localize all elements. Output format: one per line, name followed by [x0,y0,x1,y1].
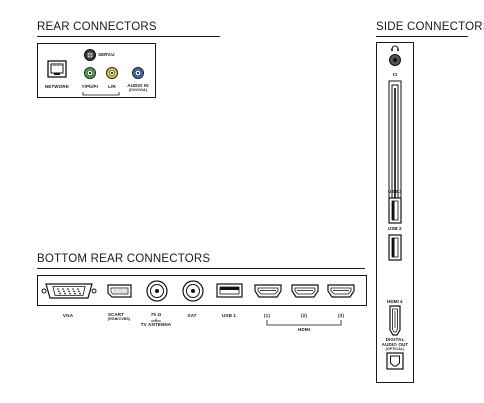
ci-slot-icon [388,80,402,216]
side-connectors-rule [376,36,468,37]
rear-connectors-drawing [47,49,144,96]
scart-port-icon [107,284,132,298]
scart-sub-label: (RGB/CVBS) [107,317,131,321]
sat-jack-icon [182,280,204,302]
bottom-connectors-panel [37,275,367,306]
tv-antenna-label: TV ANTENNA [140,322,172,327]
antenna-jack-icon [146,280,168,302]
rear-connectors-panel: SERV.U NETWORK Y/Pb/Pr L/R AUDIO IN (DVI… [37,43,156,98]
lr-label: L/R [108,84,116,89]
rear-connectors-rule [37,36,220,37]
hdmi-group-label: HDMI [297,327,311,332]
usb2-label: USB 2 [388,226,402,231]
digital-audio-label-text: DIGITAL AUDIO OUT [381,337,409,347]
usb3-port-icon [388,197,402,224]
network-label: NETWORK [44,84,70,89]
bottom-connectors-drawing [41,280,355,302]
svhs-jack-icon [84,49,96,61]
scart-label: SCART (RGB/CVBS) [108,312,130,321]
hdmi2-port-icon [291,284,319,298]
audio-in-sub-label: (DVI/VGA) [128,88,148,92]
ci-label: CI [392,72,398,77]
digital-audio-sub-label: (OPTICAL) [385,347,405,351]
audio-in-label-text: AUDIO IN [127,83,149,88]
sat-label: SAT [187,313,197,318]
optical-port-icon [386,352,404,370]
vga-label: VGA [62,313,74,318]
usb2-port-icon [388,234,402,261]
ypbpr-lr-bracket [82,92,120,96]
bottom-connectors-rule [37,268,365,269]
ypbpr-jack-icon [84,67,96,79]
bottom-connectors-title: BOTTOM REAR CONNECTORS [37,253,211,265]
network-port-icon [47,60,67,78]
rear-connectors-title: REAR CONNECTORS [37,21,157,33]
hdmi3-port-icon [327,284,355,298]
hdmi4-label: HDMI 4 [387,299,403,304]
digital-audio-label: DIGITAL AUDIO OUT (OPTICAL) [380,337,410,352]
lr-jack-icon [106,67,118,79]
ypbpr-label: Y/Pb/Pr [81,84,99,89]
svhs-label: SERV.U [98,52,115,57]
hdmi4-port-icon [389,305,401,336]
vga-port-icon [41,283,97,299]
usb1-port-icon [216,283,243,298]
headphone-jack-icon [389,54,401,66]
usb1-label: USB 1 [221,313,237,318]
audio-in-jack-icon [132,67,144,79]
usb3-label: USB 3 [388,189,402,194]
antenna-ohm-label: 75 Ω [150,312,162,317]
audio-in-label: AUDIO IN (DVI/VGA) [127,83,148,92]
side-connectors-drawing [386,45,404,370]
side-connectors-title: SIDE CONNECTORS [376,21,484,33]
headphone-icon [391,45,399,52]
side-connectors-panel: CI USB 3 USB 2 HDMI 4 DIGITAL AUDIO OUT … [376,42,414,383]
hdmi3-label: (3) [338,313,344,318]
hdmi2-label: (2) [301,313,307,318]
hdmi1-label: (1) [264,313,270,318]
hdmi1-port-icon [254,284,282,298]
scart-label-text: SCART [107,312,125,317]
